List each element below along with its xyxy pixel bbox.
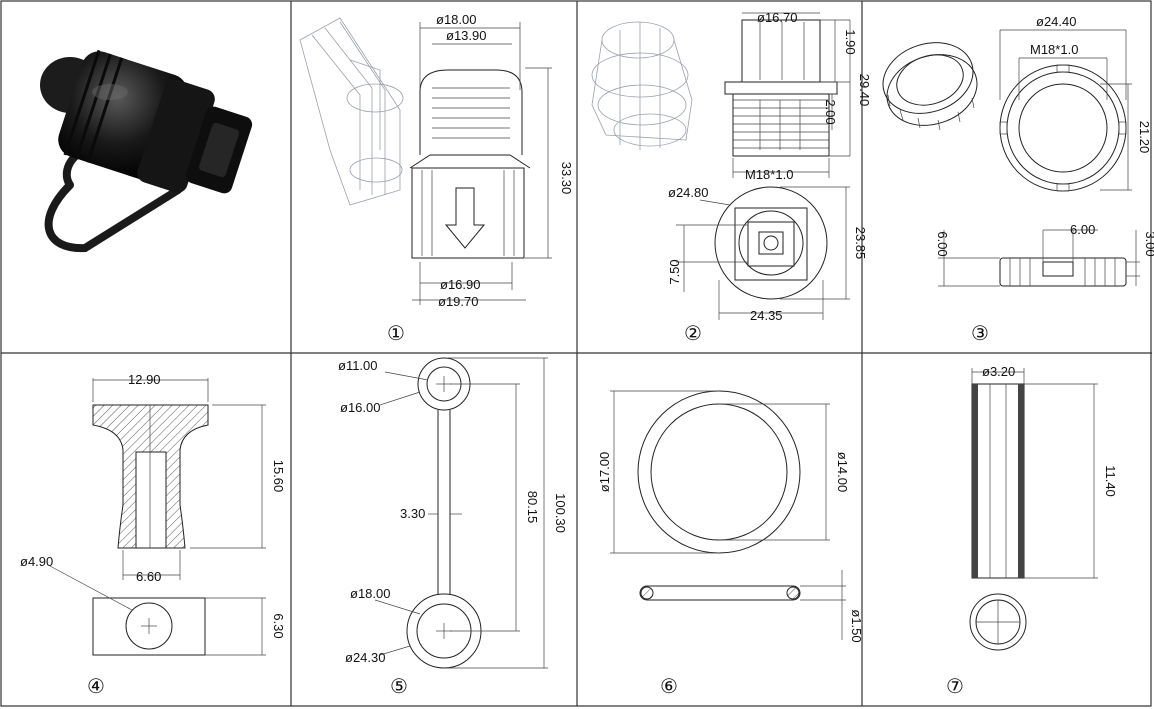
p4-number: ④ [87,676,105,698]
panel-1-plug-housing: ø18.00 ø13.90 33.30 ø16.90 ø19.70 ① [299,12,574,345]
p2-dim-5: ø24.80 [668,185,708,200]
panel-5-lanyard: ø11.00 ø16.00 3.30 80.15 100.30 ø18.00 ø… [338,357,568,698]
isometric-view [299,17,404,206]
p5-dim-4: 100.30 [553,493,568,533]
p2-dim-4: M18*1.0 [745,167,793,182]
p5-dim-1: ø16.00 [340,400,380,415]
p1-dim-0: ø18.00 [436,12,476,27]
p2-dim-3: 2.00 [823,99,838,124]
p1-dim-2: 33.30 [559,162,574,195]
p3-dim-2: 21.20 [1137,121,1152,154]
p7-number: ⑦ [946,676,964,698]
p4-dim-4: 6.30 [271,613,286,638]
p2-dim-7: 7.50 [667,259,682,284]
p5-number: ⑤ [390,676,408,698]
panel-4-seal-plug: 12.90 15.60 6.60 ø4.90 6.30 ④ [20,372,286,698]
p3-dim-0: ø24.40 [1036,14,1076,29]
p4-dim-3: ø4.90 [20,554,53,569]
p6-dim-1: ø14.00 [835,452,850,492]
p6-number: ⑥ [660,676,678,698]
p5-dim-0: ø11.00 [338,358,378,373]
p6-dim-2: ø1.50 [849,609,864,642]
p3-number: ③ [971,323,989,345]
p7-dim-1: 11.40 [1103,465,1118,497]
p7-dim-0: ø3.20 [982,364,1015,379]
p1-dim-3: ø16.90 [440,277,480,292]
panel-2-receptacle: ø16.70 1.90 29.40 2.00 M18*1.0 ø24.80 23… [591,10,872,345]
p1-number: ① [387,323,405,345]
p2-dim-0: ø16.70 [757,10,797,25]
p2-dim-6: 23.85 [853,227,868,260]
p3-dim-5: 3.00 [1143,231,1154,256]
p2-number: ② [684,323,702,345]
product-photo [40,49,253,253]
p6-dim-0: ø17.00 [597,452,612,492]
p5-dim-6: ø24.30 [345,650,385,665]
p5-dim-3: 80.15 [525,491,540,524]
p3-dim-4: 6.00 [935,231,950,256]
p1-dim-4: ø19.70 [438,294,478,309]
isometric-view [591,21,693,150]
p4-dim-1: 15.60 [271,460,286,493]
p3-dim-1: M18*1.0 [1030,42,1078,57]
p4-dim-2: 6.60 [136,569,161,584]
p3-dim-3: 6.00 [1070,222,1095,237]
p2-dim-2: 29.40 [857,74,872,107]
p5-dim-5: ø18.00 [350,586,390,601]
p2-dim-8: 24.35 [750,308,783,323]
p2-dim-1: 1.90 [843,29,858,54]
p5-dim-2: 3.30 [400,506,425,521]
p4-dim-0: 12.90 [128,372,161,387]
isometric-view [882,42,978,131]
panel-6-o-ring: ø17.00 ø14.00 ø1.50 ⑥ [597,390,864,698]
panel-3-lock-nut: ø24.40 M18*1.0 21.20 6.00 6.00 3.00 ③ [882,14,1154,345]
p1-dim-1: ø13.90 [446,28,486,43]
panel-7-pin: ø3.20 11.40 ⑦ [946,364,1118,698]
